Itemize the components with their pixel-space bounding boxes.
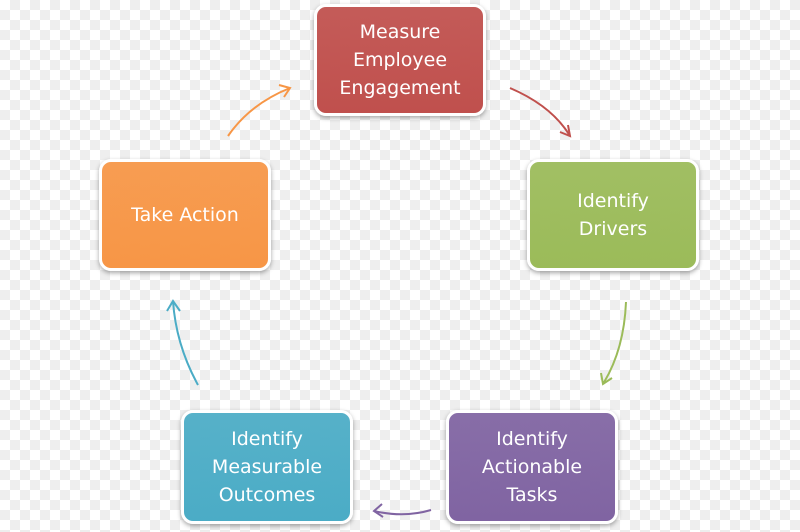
arrowhead-action-to-measure (278, 84, 292, 98)
arrow-tasks-to-outcomes (373, 509, 432, 516)
node-identify-measurable-outcomes: Identify Measurable Outcomes (181, 410, 353, 524)
arrow-outcomes-to-action (172, 300, 199, 386)
node-measure-employee-engagement: Measure Employee Engagement (314, 4, 486, 116)
node-identify-drivers: Identify Drivers (527, 159, 699, 271)
node-label: Identify Actionable Tasks (481, 428, 583, 506)
node-take-action: Take Action (99, 159, 271, 271)
arrowhead-tasks-to-outcomes (372, 503, 384, 518)
arrowhead-outcomes-to-action (166, 299, 181, 312)
node-label: Measure Employee Engagement (339, 21, 461, 99)
arrowhead-measure-to-drivers (559, 124, 572, 138)
node-label: Take Action (131, 204, 239, 226)
node-label: Identify Measurable Outcomes (211, 428, 323, 506)
node-label: Identify Drivers (577, 190, 649, 240)
arrow-action-to-measure (227, 87, 291, 137)
arrowhead-drivers-to-tasks (600, 372, 613, 386)
node-identify-actionable-tasks: Identify Actionable Tasks (446, 410, 618, 524)
arrow-measure-to-drivers (509, 87, 571, 137)
arrow-drivers-to-tasks (602, 301, 627, 385)
